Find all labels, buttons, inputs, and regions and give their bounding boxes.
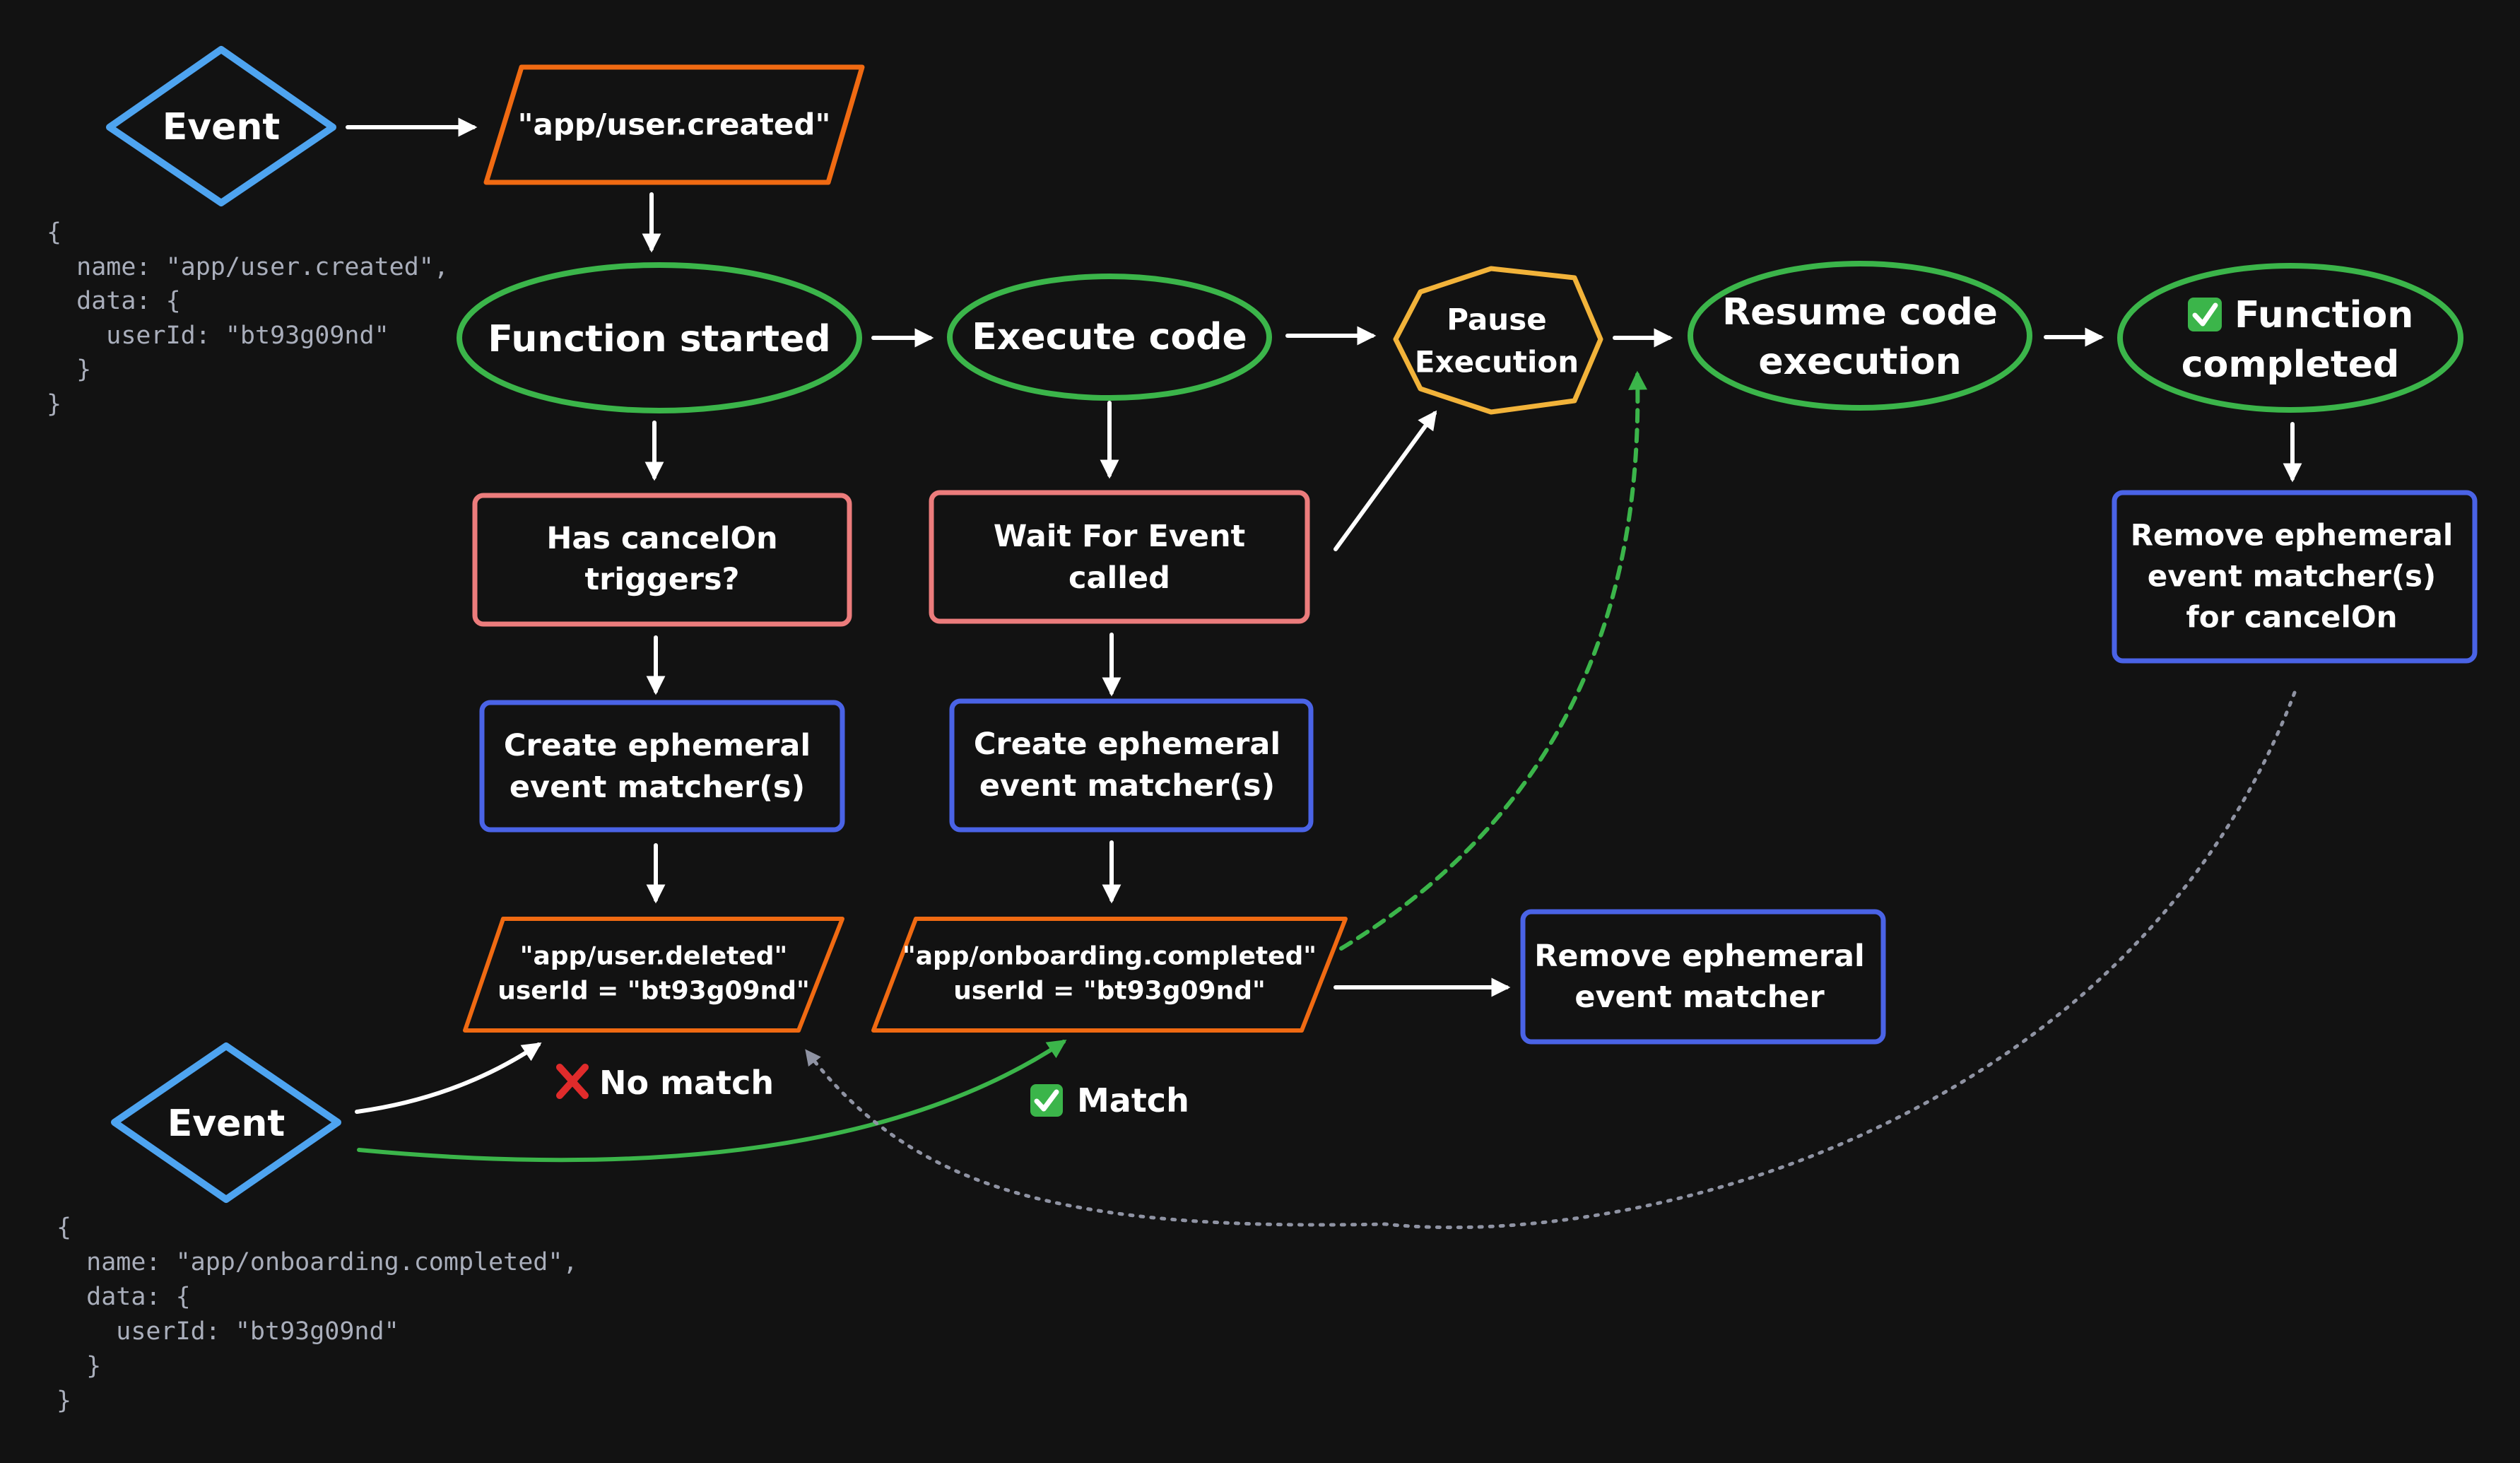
function-completed-node: Function completed xyxy=(2117,263,2463,413)
code-top-line-6: } xyxy=(47,390,61,418)
remove-cancelon-line-1: Remove ephemeral xyxy=(2131,518,2454,553)
trigger-event-node: "app/user.created" xyxy=(483,64,865,185)
resume-execution-node: Resume code execution xyxy=(1688,261,2032,411)
event-top-node: Event xyxy=(106,46,336,206)
execute-code-label: Execute code xyxy=(972,316,1247,358)
create-matcher-wait-line-2: event matcher(s) xyxy=(979,768,1275,804)
code-top-line-2: name: "app/user.created", xyxy=(47,253,449,281)
create-matcher-wait-line-1: Create ephemeral xyxy=(974,727,1280,762)
check-mark-icon xyxy=(1030,1084,1063,1117)
create-matcher-cancel-node: Create ephemeral event matcher(s) xyxy=(479,700,845,833)
no-match-label: No match xyxy=(556,1064,774,1102)
onboarding-line-2: userId = "bt93g09nd" xyxy=(953,977,1265,1006)
user-deleted-line-1: "app/user.deleted" xyxy=(520,942,788,971)
no-match-text: No match xyxy=(599,1064,774,1102)
matcher-user-deleted-node: "app/user.deleted" userId = "bt93g09nd" xyxy=(463,917,844,1033)
pause-label-line-2: Execution xyxy=(1415,345,1579,380)
resume-label-line-2: execution xyxy=(1758,341,1961,383)
matcher-onboarding-node: "app/onboarding.completed" userId = "bt9… xyxy=(871,917,1348,1033)
code-top-line-1: { xyxy=(47,218,61,247)
function-started-node: Function started xyxy=(457,262,862,413)
trigger-event-label: "app/user.created" xyxy=(518,107,831,142)
onboarding-line-1: "app/onboarding.completed" xyxy=(902,942,1317,971)
remove-matcher-line-2: event matcher xyxy=(1574,980,1825,1015)
code-bottom-line-5: } xyxy=(57,1352,101,1380)
create-matcher-cancel-line-2: event matcher(s) xyxy=(510,770,805,805)
event-bottom-label: Event xyxy=(167,1103,285,1145)
check-mark-icon xyxy=(2188,298,2222,331)
match-label: Match xyxy=(1030,1081,1189,1120)
completed-label-line-1: Function xyxy=(2235,294,2413,336)
code-bottom-line-6: } xyxy=(57,1387,71,1415)
code-bottom-line-3: data: { xyxy=(57,1283,191,1311)
remove-matcher-node: Remove ephemeral event matcher xyxy=(1520,909,1886,1045)
has-cancelon-line-1: Has cancelOn xyxy=(546,521,777,556)
remove-cancelon-line-2: event matcher(s) xyxy=(2148,559,2437,594)
resume-label-line-1: Resume code xyxy=(1722,291,1998,334)
arrows xyxy=(346,117,2302,1114)
completed-label-line-2: completed xyxy=(2182,343,2399,386)
pause-execution-node: Pause Execution xyxy=(1393,266,1603,415)
arrow-event-to-user-deleted xyxy=(355,1042,542,1114)
event-payload-bottom: { name: "app/onboarding.completed", data… xyxy=(57,1214,578,1415)
execute-code-node: Execute code xyxy=(947,274,1272,401)
code-bottom-line-4: userId: "bt93g09nd" xyxy=(57,1317,399,1346)
user-deleted-line-2: userId = "bt93g09nd" xyxy=(497,977,809,1006)
code-top-line-4: userId: "bt93g09nd" xyxy=(47,322,389,350)
function-started-label: Function started xyxy=(488,318,830,360)
remove-cancelon-line-3: for cancelOn xyxy=(2186,600,2398,635)
code-top-line-3: data: { xyxy=(47,287,181,315)
code-top-line-5: } xyxy=(47,356,91,384)
create-matcher-cancel-line-1: Create ephemeral xyxy=(504,728,811,763)
event-top-label: Event xyxy=(163,106,281,148)
pause-label-line-1: Pause xyxy=(1447,302,1546,337)
wait-for-event-line-1: Wait For Event xyxy=(994,519,1245,554)
remove-matcher-line-1: Remove ephemeral xyxy=(1534,939,1864,974)
match-text: Match xyxy=(1077,1081,1189,1120)
has-cancelon-node: Has cancelOn triggers? xyxy=(472,493,852,627)
code-bottom-line-2: name: "app/onboarding.completed", xyxy=(57,1248,578,1276)
has-cancelon-line-2: triggers? xyxy=(585,562,740,597)
create-matcher-wait-node: Create ephemeral event matcher(s) xyxy=(949,698,1314,833)
match-arrow-event-to-onboarding xyxy=(357,1040,1067,1163)
code-bottom-line-1: { xyxy=(57,1214,71,1242)
event-bottom-node: Event xyxy=(111,1042,341,1203)
wait-for-event-node: Wait For Event called xyxy=(929,490,1310,624)
event-payload-top: { name: "app/user.created", data: { user… xyxy=(47,218,449,418)
arrow-wait-to-pause xyxy=(1333,410,1437,551)
wait-for-event-line-2: called xyxy=(1068,560,1170,596)
remove-matchers-cancelon-node: Remove ephemeral event matcher(s) for ca… xyxy=(2112,490,2478,664)
cross-mark-icon xyxy=(556,1064,589,1099)
resume-arrow-onboarding-to-pause xyxy=(1339,370,1647,951)
